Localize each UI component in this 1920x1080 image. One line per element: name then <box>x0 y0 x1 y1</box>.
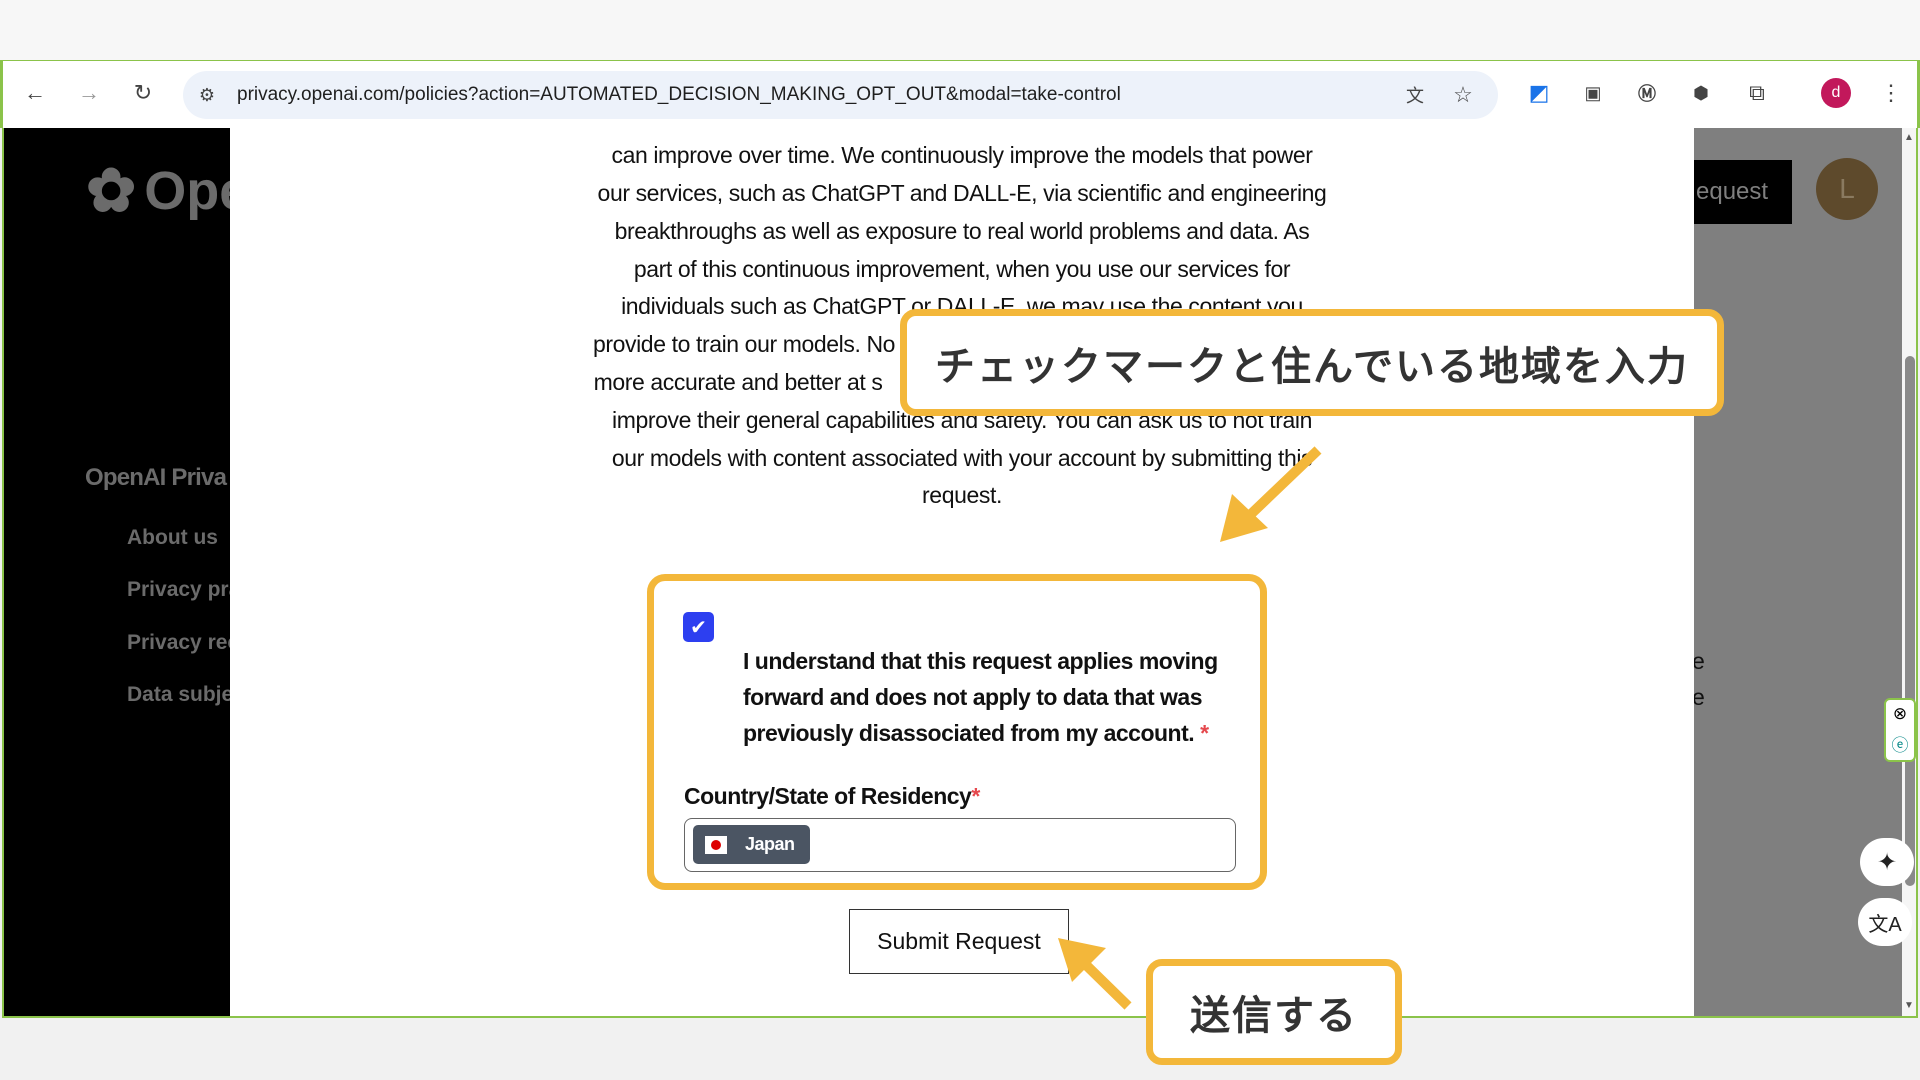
translate-icon: 文A <box>1868 913 1902 936</box>
ai-sparkle-button[interactable]: ✦ <box>1860 838 1914 886</box>
annotation-callout-1: チェックマークと住んでいる地域を入力 <box>900 309 1724 416</box>
sidebar-item-privacy-requests[interactable]: Privacy rec <box>127 631 230 654</box>
checkbox-label-line-last: previously disassociated from my account… <box>743 720 1209 747</box>
paragraph-line: our services, such as ChatGPT and DALL-E… <box>597 180 1327 206</box>
checkbox-label-line: I understand that this request applies m… <box>743 648 1218 674</box>
page-viewport: ✿Ope OpenAI Priva About us Privacy pra P… <box>2 128 1918 1018</box>
country-select-input[interactable]: Japan <box>684 818 1236 872</box>
extension-m-icon[interactable]: Ⓜ <box>1638 84 1656 104</box>
reload-icon[interactable]: ↻ <box>133 80 153 105</box>
forward-icon[interactable]: → <box>78 80 100 105</box>
required-asterisk: * <box>971 783 980 809</box>
sidebar-section-title: OpenAI Priva <box>85 464 227 491</box>
scroll-down-icon[interactable]: ▼ <box>1904 1000 1914 1011</box>
paragraph-line: more accurate and better at s <box>593 369 883 395</box>
arrow-to-submit <box>1058 938 1132 1010</box>
site-settings-icon[interactable]: ⚙ <box>198 84 216 105</box>
address-bar[interactable]: ⚙ privacy.openai.com/policies?action=AUT… <box>183 71 1498 119</box>
sidebar-item-data-subject[interactable]: Data subje <box>127 683 230 706</box>
browser-toolbar: ← → ↻ ⚙ privacy.openai.com/policies?acti… <box>0 60 1920 128</box>
extensions-puzzle-icon[interactable]: ⧉ <box>1749 80 1765 105</box>
window-top-strip <box>0 0 1920 60</box>
url-text[interactable]: privacy.openai.com/policies?action=AUTOM… <box>237 84 1121 105</box>
request-button-label: equest <box>1696 178 1769 205</box>
japan-flag-icon <box>705 835 727 854</box>
background-text-fragment: e <box>1692 648 1705 674</box>
sidebar-item-about-us[interactable]: About us <box>127 526 218 549</box>
eset-e-icon: ⓔ <box>1891 736 1909 756</box>
checkbox-label-text: previously disassociated from my account… <box>743 720 1195 746</box>
checkbox-label-line: forward and does not apply to data that … <box>743 684 1203 710</box>
paragraph-line: part of this continuous improvement, whe… <box>633 256 1291 282</box>
extension-icon-2[interactable]: ▣ <box>1584 82 1602 103</box>
paragraph-line: request. <box>922 482 1002 508</box>
profile-initial: d <box>1821 78 1851 108</box>
scroll-up-icon[interactable]: ▲ <box>1904 132 1914 143</box>
country-label-text: Country/State of Residency <box>684 783 972 809</box>
extension-save-icon[interactable]: ⬢ <box>1693 82 1709 103</box>
country-label: Country/State of Residency* <box>684 783 980 810</box>
bookmark-star-icon[interactable]: ☆ <box>1453 82 1473 107</box>
background-text-fragment: e <box>1692 684 1705 710</box>
country-chip-label: Japan <box>745 834 795 854</box>
openai-flower-icon: ✿ <box>86 157 137 224</box>
paragraph-line: breakthroughs as well as exposure to rea… <box>614 218 1310 244</box>
avatar-initial: L <box>1839 173 1855 204</box>
annotation-callout-2: 送信する <box>1146 959 1402 1065</box>
checkmark-icon: ✔ <box>690 616 707 639</box>
back-icon[interactable]: ← <box>24 80 46 105</box>
sidebar: ✿Ope OpenAI Priva About us Privacy pra P… <box>4 128 230 1016</box>
user-avatar[interactable]: L <box>1816 158 1878 220</box>
country-chip-japan[interactable]: Japan <box>693 825 810 864</box>
paragraph-line: can improve over time. We continuously i… <box>611 142 1313 168</box>
openai-logo[interactable]: ✿Ope <box>86 156 230 226</box>
consent-checkbox[interactable]: ✔ <box>683 612 714 642</box>
sparkle-icon: ✦ <box>1876 848 1898 876</box>
close-circle-icon[interactable]: ⊗ <box>1892 703 1908 723</box>
scrollbar[interactable]: ▲ ▼ <box>1902 128 1916 1016</box>
translate-icon[interactable]: 文 <box>1406 86 1424 106</box>
translate-float-button[interactable]: 文A <box>1858 898 1912 946</box>
sidebar-item-privacy-practices[interactable]: Privacy pra <box>127 578 230 601</box>
paragraph-line: provide to train our models. No <box>592 331 896 357</box>
extension-icon-1[interactable]: ◩ <box>1528 80 1550 105</box>
logo-text: Ope <box>144 161 230 221</box>
eset-widget[interactable]: ⊗ⓔ <box>1884 698 1916 762</box>
paragraph-line: our models with content associated with … <box>611 445 1313 471</box>
submit-request-button[interactable]: Submit Request <box>849 909 1069 974</box>
menu-kebab-icon[interactable]: ⋮ <box>1880 80 1902 105</box>
request-button[interactable]: equest <box>1694 160 1792 224</box>
scrollbar-thumb[interactable] <box>1905 356 1915 886</box>
required-asterisk: * <box>1200 720 1209 746</box>
arrow-to-form <box>1220 446 1322 542</box>
profile-avatar[interactable]: d <box>1818 75 1854 111</box>
